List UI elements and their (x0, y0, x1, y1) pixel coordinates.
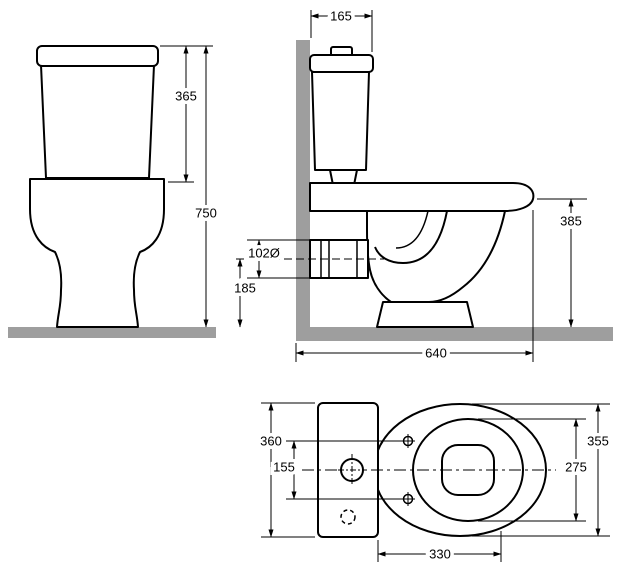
side-dim-label-rim-height: 385 (560, 214, 582, 229)
side-bowl-rim (309, 182, 535, 212)
side-cistern-lid (309, 54, 374, 73)
top-dim-label-seat-hole-spacing: 155 (273, 460, 295, 475)
front-floor-slab (8, 327, 216, 338)
top-dim-label-overall-width: 355 (587, 434, 609, 449)
front-view: 365 750 (8, 45, 220, 338)
side-trap-curve-2 (395, 210, 429, 249)
side-cistern-body (311, 71, 370, 171)
side-wall (296, 40, 310, 341)
side-dim-label-overall-depth: 640 (425, 346, 447, 361)
side-dim-label-outlet-axis-height: 185 (234, 281, 256, 296)
side-bowl-base (376, 301, 474, 328)
front-cistern-body (40, 64, 155, 179)
top-inlet-hole (340, 509, 356, 525)
side-dim-label-cistern-depth: 165 (330, 9, 352, 24)
front-cistern-lid (36, 45, 159, 67)
top-dim-label-front-distance: 330 (429, 547, 451, 562)
side-floor-slab (296, 327, 613, 341)
front-bowl-outline (29, 178, 165, 328)
top-view: 360 155 355 275 330 (257, 402, 612, 565)
front-dim-label-cistern-height: 365 (175, 89, 197, 104)
side-view: 165 385 102Ø 185 640 (231, 5, 613, 364)
front-dim-label-overall-height: 750 (195, 206, 217, 221)
side-bowl-body (366, 210, 506, 303)
side-trap-curve-1 (374, 210, 448, 265)
top-dim-label-inner-rim-width: 275 (565, 460, 587, 475)
top-dim-label-cistern-width: 360 (260, 434, 282, 449)
side-dim-label-outlet-diameter: 102Ø (248, 246, 280, 261)
